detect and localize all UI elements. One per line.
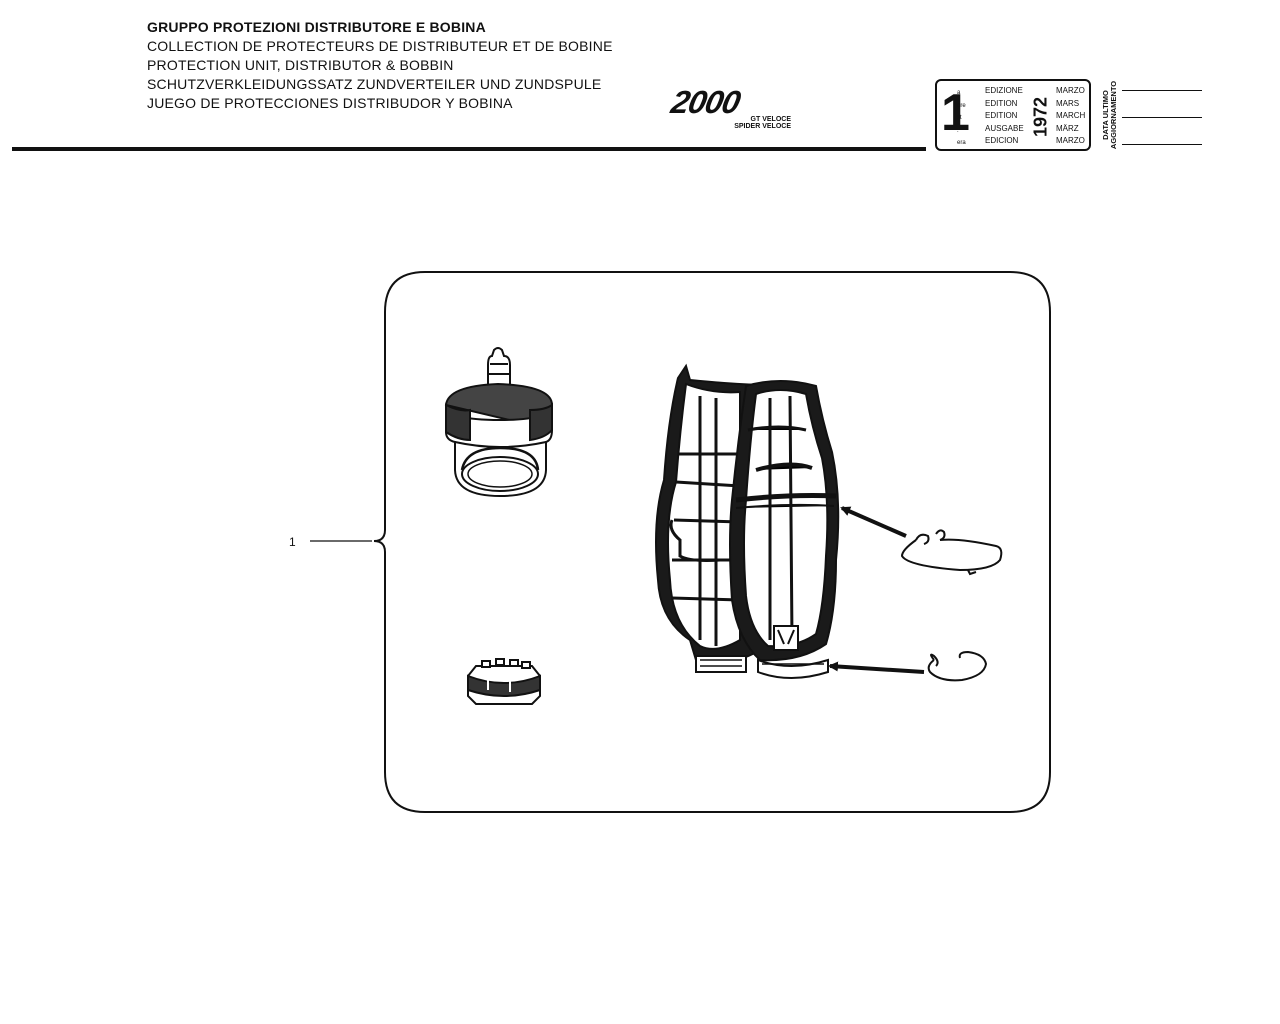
edition-month: MÄRZ [1056,123,1079,133]
update-line [1122,144,1202,145]
title-german: SCHUTZVERKLEIDUNGSSATZ ZUNDVERTEILER UND… [147,76,602,92]
edition-box: 1 a ere st . era EDIZIONE EDITION EDITIO… [935,79,1091,151]
arrow-lower [828,661,925,674]
lower-clip-ring [927,650,988,682]
edition-months: MARZO MARS MARCH MÄRZ MARZO [1056,85,1085,148]
edition-label: AUSGABE [985,123,1024,133]
logo-line-1: GT VELOCE [750,116,791,123]
distributor-cap-part [444,347,553,498]
title-block: GRUPPO PROTEZIONI DISTRIBUTORE E BOBINA … [147,18,613,113]
edition-label: EDITION [985,111,1018,120]
update-line [1122,117,1202,118]
edition-label: EDIZIONE [985,86,1023,95]
edition-month: MARCH [1056,111,1086,120]
edition-month: MARZO [1056,86,1085,95]
header-rule [12,147,926,151]
edition-label: EDICION [985,136,1019,145]
edition-suffix: era [957,140,966,146]
logo-line-2: SPIDER VELOCE [734,123,791,130]
edition-suffix: . [957,127,959,134]
callout-number: 1 [289,535,296,549]
update-line [1122,90,1202,91]
edition-suffix: st [957,115,962,121]
edition-number: 1 [941,84,970,142]
edition-suffix: ere [957,102,966,109]
assembly-arrows [828,506,925,674]
edition-month: MARZO [1056,136,1085,145]
upper-clip-ring [900,529,1003,576]
title-spanish: JUEGO DE PROTECCIONES DISTRIBUDOR Y BOBI… [147,95,513,111]
title-french: COLLECTION DE PROTECTEURS DE DISTRIBUTEU… [147,38,613,54]
nut-part [467,658,541,705]
edition-month: MARS [1056,98,1080,108]
title-english: PROTECTION UNIT, DISTRIBUTOR & BOBBIN [147,57,454,73]
arrow-upper [840,506,907,538]
title-italian: GRUPPO PROTEZIONI DISTRIBUTORE E BOBINA [147,19,486,35]
edition-label: EDITION [985,98,1018,108]
edition-suffix: a [957,90,961,96]
front-protection-shell [729,380,840,679]
edition-suffixes: a ere st . era [957,87,966,150]
model-logo: 2000 GT VELOCE SPIDER VELOCE [668,84,797,130]
parts-frame [373,271,1051,813]
edition-labels: EDIZIONE EDITION EDITION AUSGABE EDICION [985,85,1024,148]
